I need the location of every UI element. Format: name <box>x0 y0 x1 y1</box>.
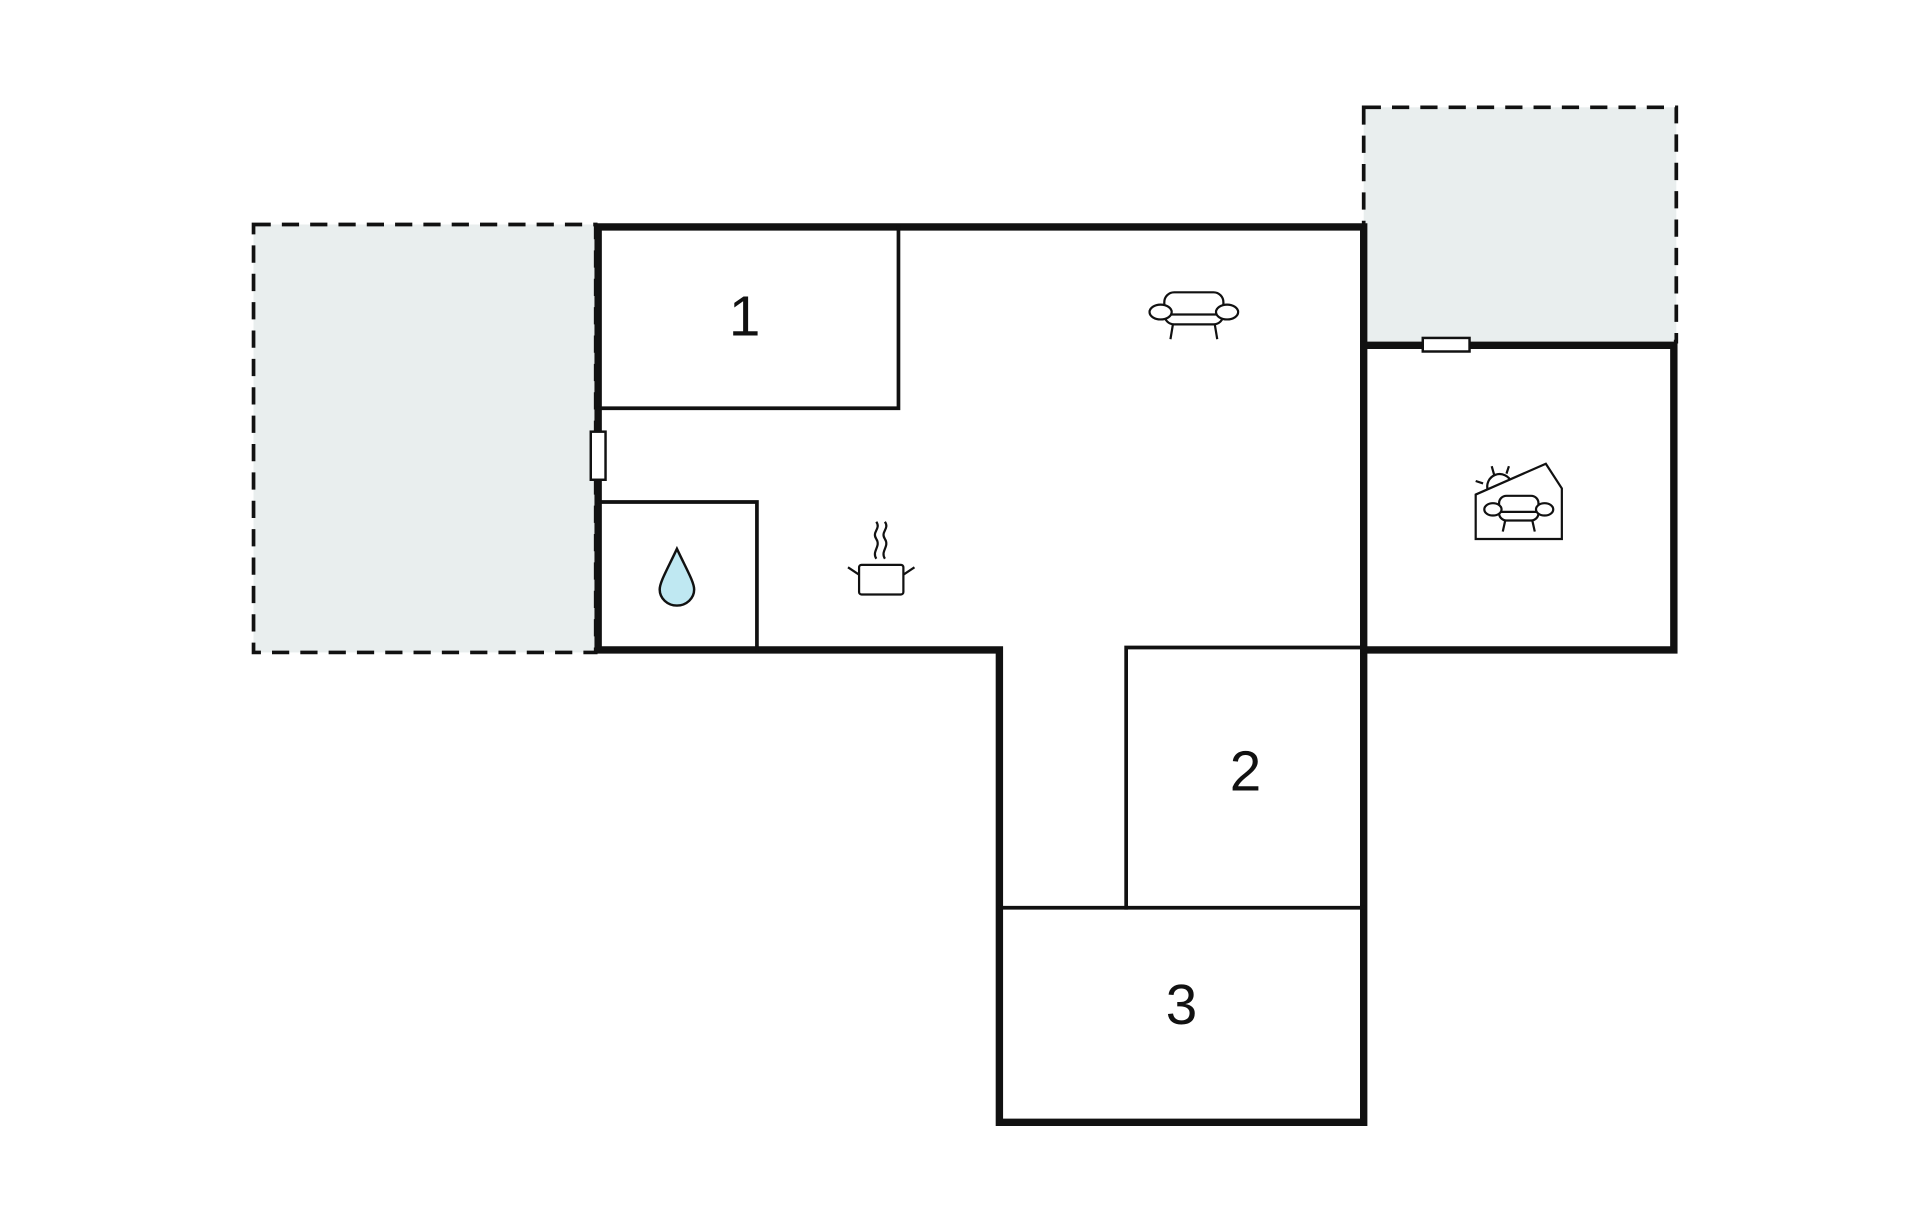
room-label-1: 1 <box>729 286 760 349</box>
exterior-walls <box>594 223 1368 1127</box>
bathroom-walls <box>596 500 759 652</box>
kitchen-pot-icon <box>847 521 916 596</box>
room-2-walls <box>1124 645 1366 910</box>
living-room-sofa-icon <box>1148 291 1240 340</box>
room-1-walls <box>596 225 901 411</box>
window-left <box>589 430 607 482</box>
left-terrace <box>251 222 598 655</box>
room-label-3: 3 <box>1166 974 1197 1037</box>
sunroom-walls <box>1360 341 1678 654</box>
sunroom-icon <box>1474 462 1563 541</box>
door-terrace <box>1421 336 1471 353</box>
bathroom-water-drop-icon <box>658 545 696 607</box>
room-label-2: 2 <box>1230 741 1261 804</box>
